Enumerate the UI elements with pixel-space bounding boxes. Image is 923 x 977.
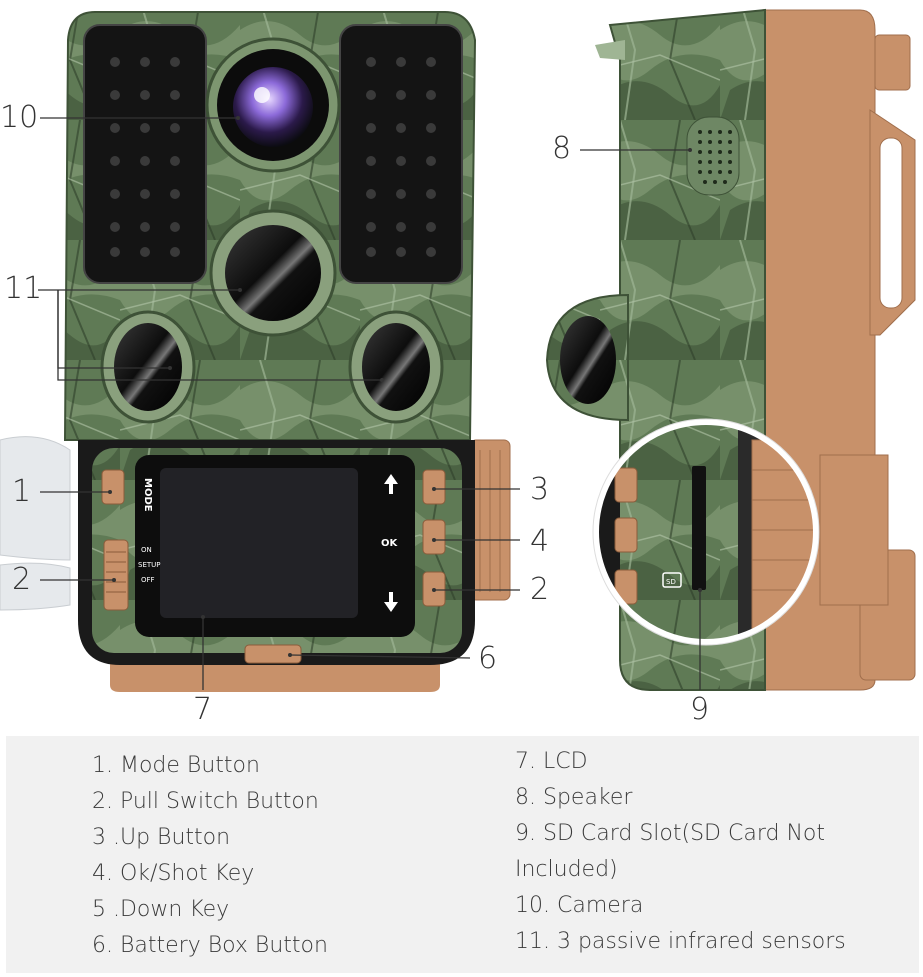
- legend-right-column: 7. LCD 8. Speaker 9. SD Card Slot(SD Car…: [515, 744, 875, 960]
- legend-item-pull-switch: 2. Pull Switch Button: [92, 789, 319, 814]
- mode-label: MODE: [142, 478, 153, 512]
- callout-9: 9: [690, 692, 710, 727]
- camera-diagram: MODE ON SETUP OFF OK: [0, 8, 916, 692]
- legend-item-camera: 10. Camera: [515, 893, 644, 918]
- callout-11: 11: [4, 271, 43, 306]
- callout-2-right: 2: [530, 572, 550, 607]
- setup-label: SETUP: [138, 561, 161, 569]
- legend-item-lcd: 7. LCD: [515, 749, 588, 774]
- legend-item-ok-shot-key: 4. Ok/Shot Key: [92, 861, 255, 886]
- legend-left-column: 1. Mode Button 2. Pull Switch Button 3 .…: [92, 748, 328, 964]
- front-view: MODE ON SETUP OFF OK: [0, 11, 520, 692]
- legend-item-speaker: 8. Speaker: [515, 785, 633, 810]
- legend-item-down-key: 5 .Down Key: [92, 897, 230, 922]
- legend-item-up-button: 3 .Up Button: [92, 825, 231, 850]
- down-arrow-icon: [384, 592, 398, 612]
- up-arrow-icon: [384, 474, 398, 494]
- callout-1: 1: [12, 474, 32, 509]
- legend-item-battery-box-button: 6. Battery Box Button: [92, 933, 328, 958]
- callout-10: 10: [0, 100, 39, 135]
- ok-label: OK: [381, 538, 399, 549]
- legend-item-mode-button: 1. Mode Button: [92, 753, 260, 778]
- callout-8: 8: [552, 131, 572, 166]
- off-label: OFF: [141, 576, 155, 584]
- side-view: SD: [545, 8, 916, 691]
- legend-item-sd-card-slot: 9. SD Card Slot(SD Card Not Included): [515, 821, 825, 882]
- legend-panel: 1. Mode Button 2. Pull Switch Button 3 .…: [6, 736, 919, 973]
- callout-3: 3: [530, 472, 550, 507]
- callout-2-left: 2: [12, 562, 32, 597]
- sd-label: SD: [666, 578, 676, 586]
- callout-4: 4: [530, 524, 550, 559]
- on-label: ON: [141, 546, 152, 554]
- callout-7: 7: [193, 692, 213, 727]
- legend-item-pir-sensors: 11. 3 passive infrared sensors: [515, 929, 846, 954]
- callout-6: 6: [478, 641, 498, 676]
